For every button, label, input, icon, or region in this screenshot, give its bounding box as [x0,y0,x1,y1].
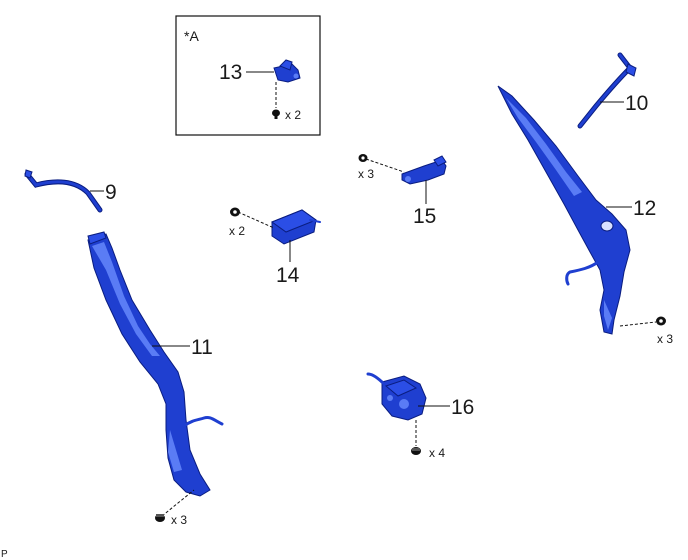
part-10 [577,52,637,129]
callout-11: 11 [191,336,213,359]
callout-9: 9 [105,181,117,204]
qty-14: x 2 [229,224,245,238]
callout-16: 16 [451,396,474,419]
callout-13: 13 [219,61,242,84]
part-15 [401,155,447,185]
screw-icon [272,109,280,119]
inset-a: *A 13 x 2 [175,15,321,136]
qty-16: x 4 [429,446,445,460]
bolt-icon [358,154,368,162]
part-14 [270,209,321,245]
part-12 [497,85,631,335]
callout-15: 15 [413,205,436,228]
qty-11: x 3 [171,513,187,527]
nut-icon [656,316,666,326]
part-16 [381,375,427,421]
inset-frame [175,15,321,136]
qty-13: x 2 [285,108,301,122]
callout-14: 14 [276,264,300,287]
screw-icon [411,447,421,455]
part-11 [87,231,211,497]
part-9 [24,169,103,213]
bolt-icon [155,514,165,522]
inset-label: *A [184,28,199,44]
callout-10: 10 [625,92,648,115]
qty-15: x 3 [358,167,374,181]
part-13 [273,59,301,83]
figure-code: P [1,549,8,560]
qty-12: x 3 [657,332,673,346]
bolt-icon [230,207,240,217]
callout-12: 12 [633,197,656,220]
